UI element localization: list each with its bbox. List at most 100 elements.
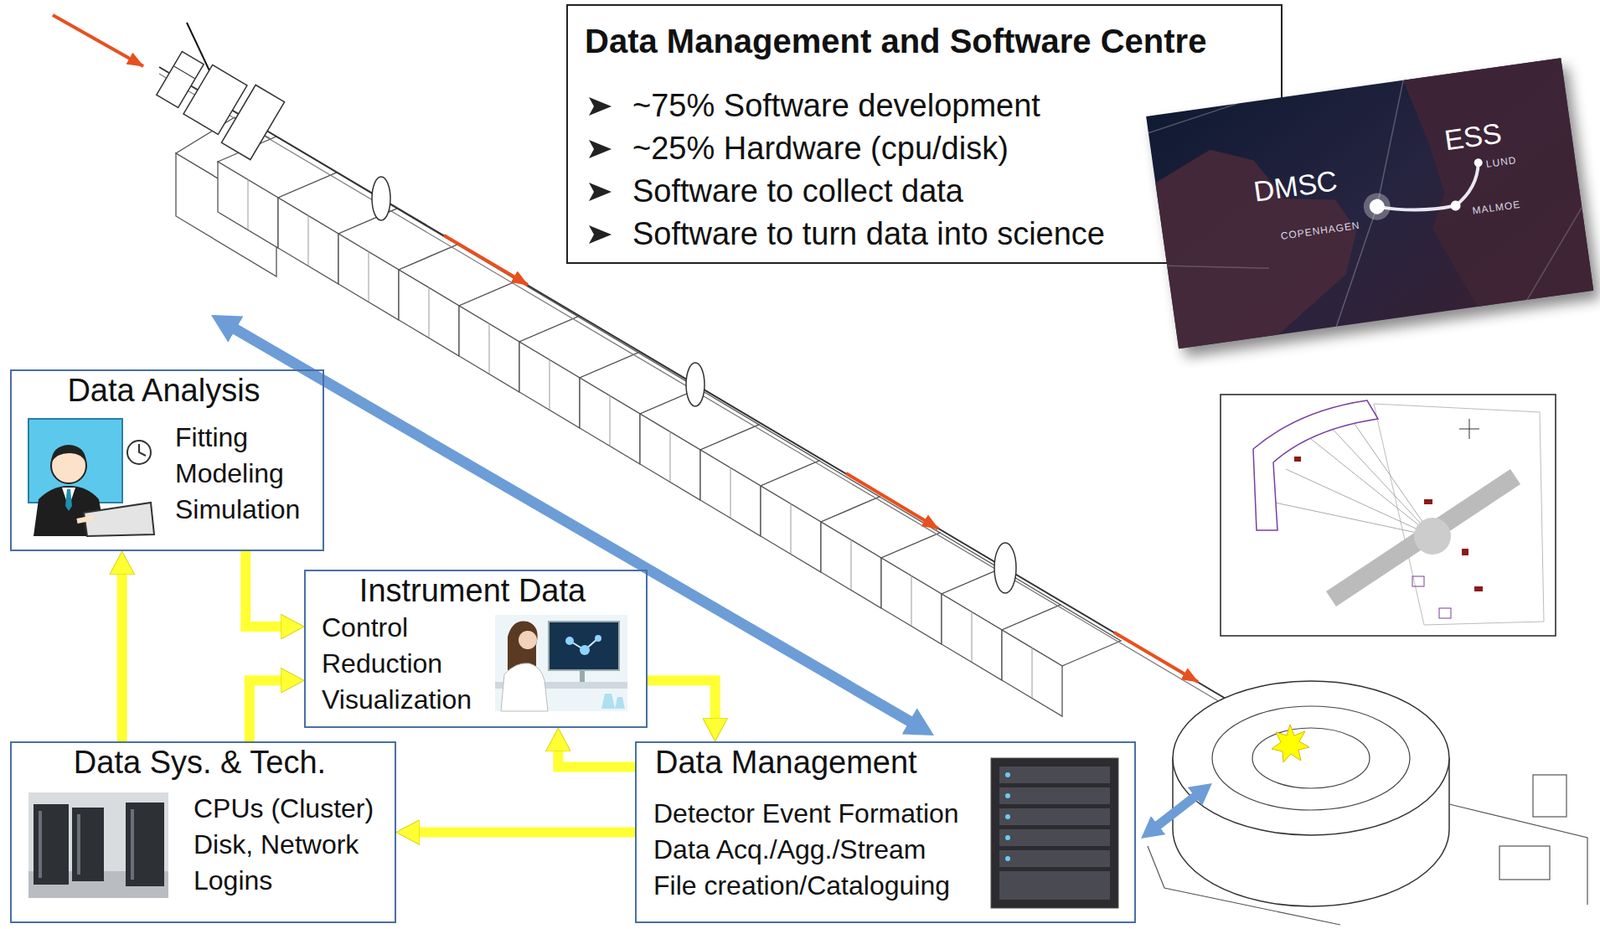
cabinet-door — [77, 814, 81, 875]
flow-connector — [418, 827, 635, 838]
floorplan-item — [1439, 608, 1451, 619]
analyst-icon — [28, 418, 155, 537]
hand — [77, 517, 94, 522]
process-box: Data AnalysisFitting Modeling Simulation — [10, 369, 325, 552]
chopper-disc — [371, 176, 391, 221]
map-line — [1166, 251, 1270, 283]
scientist-photo — [495, 614, 628, 712]
hair — [51, 444, 87, 463]
clock-hands — [139, 443, 146, 456]
cabinet — [125, 802, 165, 887]
equipment-box — [1532, 774, 1567, 817]
city-label: COPENHAGEN — [1280, 220, 1361, 242]
map-dot — [1368, 197, 1386, 215]
map-ground — [1145, 57, 1594, 349]
flow-connector — [647, 680, 716, 719]
floorplan-item — [1461, 548, 1469, 556]
box-body: Control Reduction Visualization — [321, 609, 472, 718]
lab-coat — [500, 663, 548, 712]
detector-tank-top — [1172, 681, 1450, 836]
map-line — [1145, 103, 1240, 134]
site-label: ESS — [1442, 118, 1503, 155]
monitor — [548, 621, 620, 671]
info-panel: Data Management and Software Centre~75% … — [567, 5, 1282, 264]
molecule-atom — [579, 645, 590, 656]
monitor-stand — [579, 670, 585, 682]
cabinet — [33, 804, 69, 885]
shield-block — [1001, 604, 1121, 717]
face — [518, 630, 537, 650]
map-dot — [1450, 200, 1462, 212]
floorplan-guide — [1326, 469, 1521, 607]
floorplan-center — [1414, 517, 1451, 555]
city-label: MALMOE — [1471, 199, 1522, 217]
box-title: Instrument Data — [305, 571, 635, 610]
hair — [507, 620, 538, 671]
clock — [127, 440, 151, 465]
platform-line — [1147, 846, 1341, 925]
flow-arrow — [235, 329, 911, 723]
rack-led — [1005, 814, 1011, 820]
detector-ring — [1212, 706, 1410, 811]
photo-ground — [495, 614, 628, 712]
floorplan-ray — [1274, 502, 1433, 537]
cluster-photo — [28, 792, 169, 899]
map-land — [1151, 130, 1370, 349]
box-title: Data Management — [636, 743, 1123, 782]
sample-star — [1271, 724, 1310, 763]
tie — [65, 489, 73, 511]
chopper-disc — [994, 542, 1017, 594]
bullet-item: ~25% Hardware (cpu/disk) — [632, 127, 1282, 171]
floorplan-fan — [1253, 400, 1379, 531]
floorplan-ray — [1306, 435, 1433, 537]
chopper-detail — [173, 66, 196, 79]
rack-unit — [999, 808, 1110, 826]
rack-unit — [999, 787, 1110, 805]
rack-unit — [999, 871, 1110, 900]
floorplan-item — [1294, 456, 1301, 462]
rack-unit — [999, 829, 1110, 847]
rack-unit — [999, 766, 1110, 784]
box-title: Data Analysis — [11, 371, 311, 410]
map-picture — [1145, 57, 1594, 349]
platform-line — [1449, 804, 1588, 905]
molecule-atom — [594, 634, 602, 642]
floorplan-item — [1474, 586, 1483, 592]
flow-connector — [117, 573, 128, 742]
floorplan-item — [1424, 499, 1433, 505]
floorplan-ray — [1327, 423, 1433, 537]
rack-led — [1005, 835, 1011, 841]
molecule-atom — [565, 636, 574, 646]
city-label: LUND — [1485, 154, 1518, 170]
flow-connector — [249, 680, 282, 742]
flask — [601, 693, 615, 709]
map-link — [1450, 162, 1484, 206]
cabinet-door — [130, 809, 135, 880]
rack-led — [1005, 772, 1011, 778]
rack-frame — [990, 758, 1119, 909]
bullet-item: Software to collect data — [632, 170, 1282, 213]
cabinet-door — [38, 810, 42, 878]
bullet-marker — [588, 139, 612, 159]
box-body: CPUs (Cluster) Disk, Network Logins — [193, 790, 383, 899]
bullet-marker — [588, 182, 612, 202]
connector-group — [122, 551, 716, 833]
map-land — [1403, 57, 1594, 313]
photo-ground — [28, 792, 169, 899]
detector-ring — [1252, 727, 1370, 789]
process-box: Data Sys. & Tech. CPUs (Cluster) Disk, Ne… — [10, 741, 397, 924]
beam-arrow — [1114, 632, 1198, 682]
map-line — [1360, 80, 1421, 207]
rack-led — [1005, 856, 1011, 862]
compass — [1459, 428, 1480, 430]
floorplan-frame — [1220, 394, 1556, 636]
box-title: Data Sys. & Tech. — [11, 743, 383, 782]
box-body: Detector Event Formation Data Acq./Agg./… — [653, 795, 968, 904]
rack-led — [1005, 793, 1011, 799]
beam-arrow — [846, 473, 939, 529]
map-line — [1515, 207, 1594, 300]
box-title: Data Management and Software Centre — [567, 5, 1282, 62]
site-label: DMSC — [1251, 165, 1339, 207]
flow-connector — [245, 551, 282, 627]
